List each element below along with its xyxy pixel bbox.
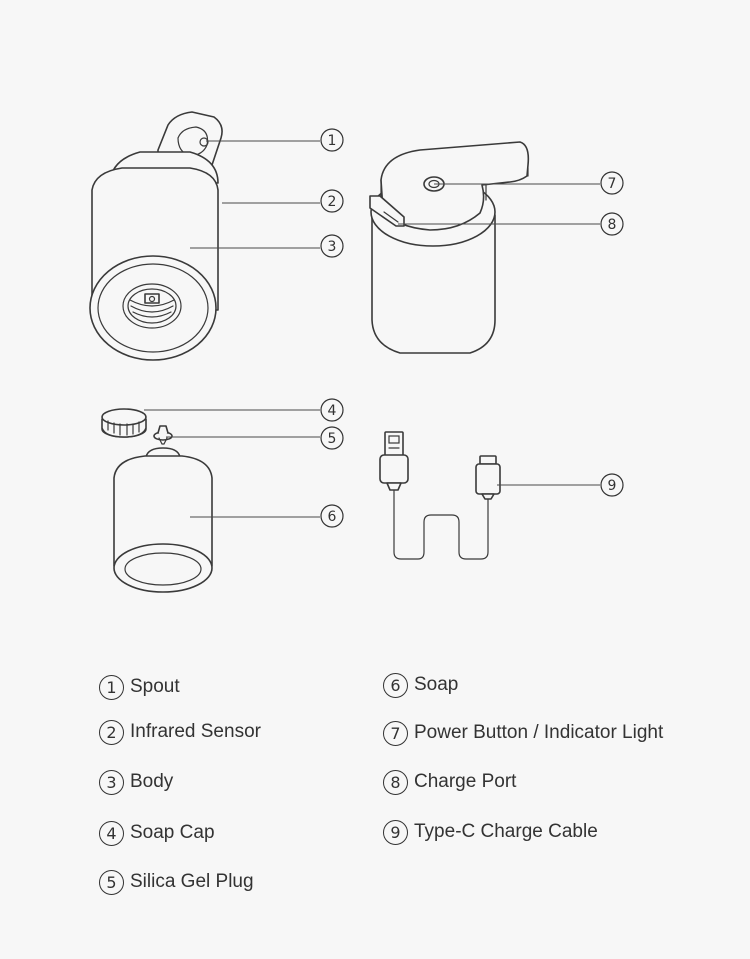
svg-text:3: 3	[328, 239, 337, 255]
callout-6: 6	[320, 504, 344, 528]
charge-cable-view	[379, 431, 501, 560]
legend-item-soap: 6 Soap	[383, 671, 458, 699]
legend-label: Infrared Sensor	[130, 721, 261, 742]
legend-label: Charge Port	[414, 771, 517, 792]
legend-number: 4	[99, 820, 124, 846]
legend-item-type-c-cable: 9 Type-C Charge Cable	[383, 818, 598, 846]
legend-number: 3	[99, 769, 124, 795]
callout-1: 1	[320, 128, 344, 152]
soap-parts-view	[101, 408, 213, 593]
legend-label: Silica Gel Plug	[130, 871, 254, 892]
legend-number: 6	[383, 672, 408, 698]
legend-item-body: 3 Body	[99, 768, 173, 796]
legend-label: Spout	[130, 676, 180, 697]
legend-item-power-button: 7 Power Button / Indicator Light	[383, 719, 663, 747]
dispenser-body-view	[89, 111, 223, 361]
legend-number: 1	[99, 674, 124, 700]
callout-4: 4	[320, 398, 344, 422]
callout-2: 2	[320, 189, 344, 213]
svg-text:8: 8	[608, 217, 617, 233]
svg-text:1: 1	[328, 133, 337, 149]
leader-lines	[144, 140, 600, 518]
legend-item-spout: 1 Spout	[99, 673, 180, 701]
callout-9: 9	[600, 473, 624, 497]
svg-text:4: 4	[328, 403, 337, 419]
callout-5: 5	[320, 426, 344, 450]
legend-number: 2	[99, 719, 124, 745]
legend-number: 9	[383, 819, 408, 845]
legend-number: 7	[383, 720, 408, 746]
callout-3: 3	[320, 234, 344, 258]
legend-item-silica-gel-plug: 5 Silica Gel Plug	[99, 868, 254, 896]
callout-8: 8	[600, 212, 624, 236]
legend-item-soap-cap: 4 Soap Cap	[99, 819, 215, 847]
product-diagram: 1 2 3 4 5 6 7 8 9	[89, 111, 624, 593]
legend-label: Soap Cap	[130, 822, 215, 843]
legend-item-charge-port: 8 Charge Port	[383, 768, 516, 796]
svg-text:6: 6	[328, 509, 337, 525]
legend-number: 5	[99, 869, 124, 895]
svg-text:5: 5	[328, 431, 337, 447]
svg-text:2: 2	[328, 194, 337, 210]
legend-label: Power Button / Indicator Light	[414, 722, 664, 743]
callout-7: 7	[600, 171, 624, 195]
legend-label: Type-C Charge Cable	[414, 821, 598, 842]
svg-text:7: 7	[608, 176, 617, 192]
legend-number: 8	[383, 769, 408, 795]
dispenser-top-view	[369, 141, 530, 354]
legend-label: Soap	[414, 674, 459, 695]
legend-item-infrared-sensor: 2 Infrared Sensor	[99, 718, 261, 746]
svg-text:9: 9	[608, 478, 617, 494]
legend-label: Body	[130, 771, 174, 792]
